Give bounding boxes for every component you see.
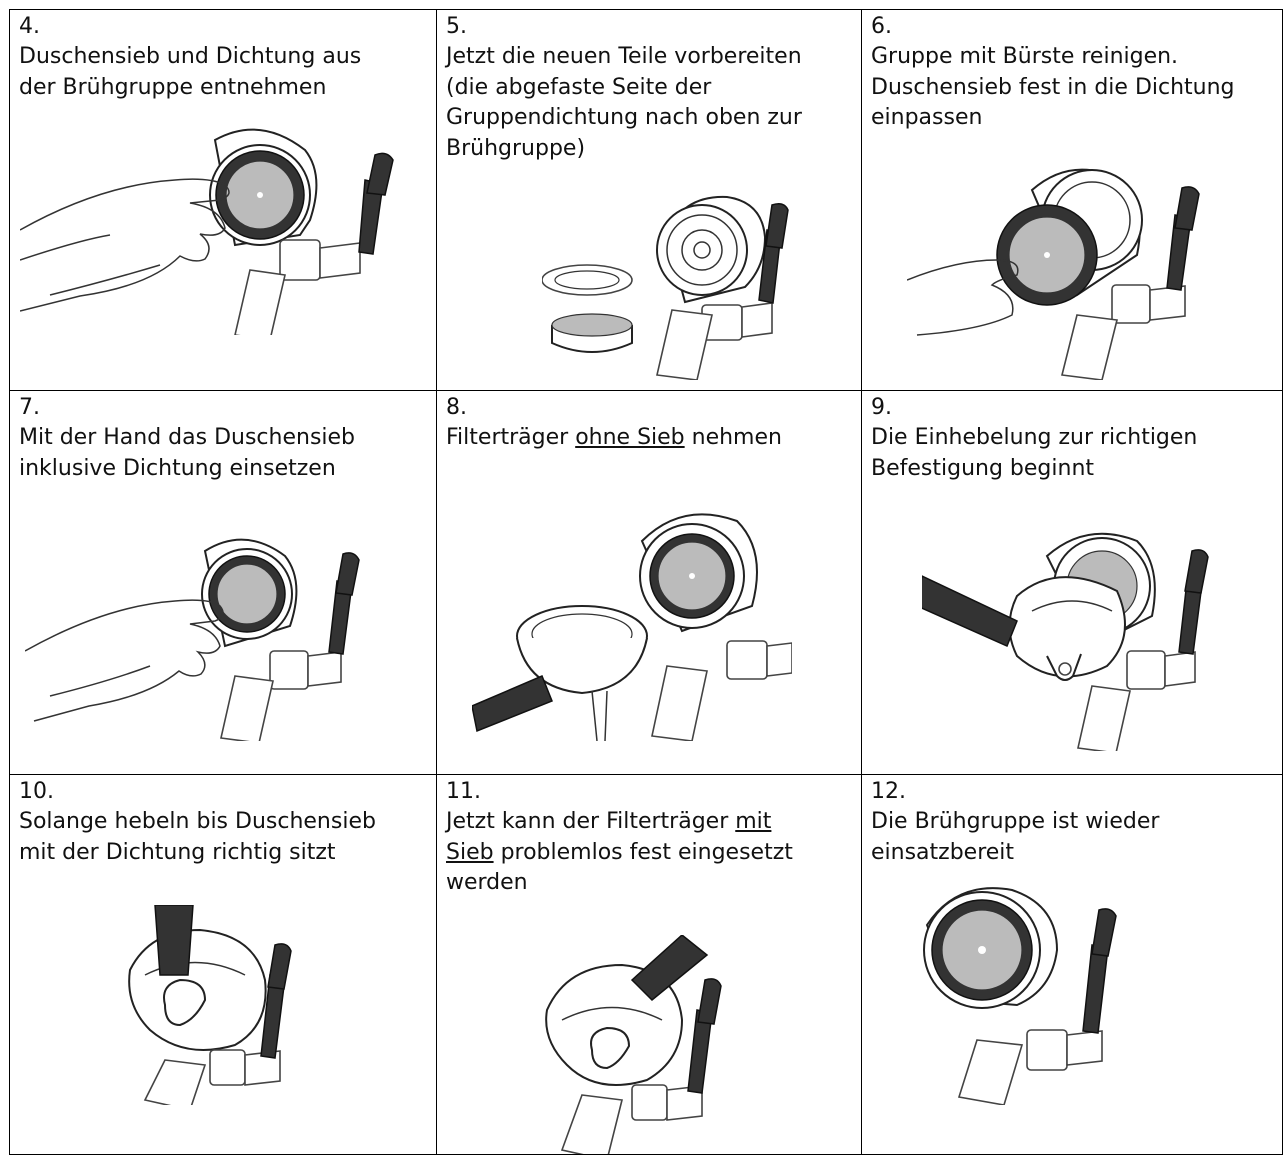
step-cell-4: 4. Duschensieb und Dichtung aus der Brüh…: [9, 9, 436, 390]
step-text-part: nehmen: [685, 425, 782, 450]
remove-shower-screen-illustration: [20, 120, 400, 335]
step-text-part: Jetzt kann der Filterträger: [446, 809, 735, 834]
step-text: Filterträger ohne Sieb nehmen: [446, 423, 855, 454]
step-cell-12: 12. Die Brühgruppe ist wieder einsatzber…: [861, 774, 1283, 1155]
insert-shower-screen-illustration: [25, 526, 365, 741]
step-number: 4.: [19, 12, 40, 42]
step-cell-11: 11. Jetzt kann der Filterträger mit Sieb…: [436, 774, 861, 1155]
step-text: Die Brühgruppe ist wieder einsatzbereit: [871, 807, 1276, 868]
step-number: 6.: [871, 12, 892, 42]
step-cell-10: 10. Solange hebeln bis Duschensieb mit d…: [9, 774, 436, 1155]
portafilter-without-basket-illustration: [472, 506, 792, 741]
step-text-part: Filterträger: [446, 425, 575, 450]
step-text: Jetzt die neuen Teile vorbereiten (die a…: [446, 42, 855, 164]
step-cell-5: 5. Jetzt die neuen Teile vorbereiten (di…: [436, 9, 861, 390]
step-number: 10.: [19, 777, 54, 807]
step-text: Solange hebeln bis Duschensieb mit der D…: [19, 807, 430, 868]
portafilter-with-basket-illustration: [537, 935, 747, 1155]
step-text: Jetzt kann der Filterträger mit Sieb pro…: [446, 807, 855, 899]
step-cell-6: 6. Gruppe mit Bürste reinigen. Duschensi…: [861, 9, 1283, 390]
step-number: 11.: [446, 777, 481, 807]
new-parts-illustration: [542, 195, 797, 380]
step-number: 8.: [446, 393, 467, 423]
step-text: Die Einhebelung zur richtigen Befestigun…: [871, 423, 1276, 484]
step-number: 12.: [871, 777, 906, 807]
ready-group-illustration: [917, 885, 1132, 1105]
step-number: 5.: [446, 12, 467, 42]
step-cell-7: 7. Mit der Hand das Duschensieb inklusiv…: [9, 390, 436, 774]
step-text: Mit der Hand das Duschensieb inklusive D…: [19, 423, 430, 484]
step-text: Gruppe mit Bürste reinigen. Duschensieb …: [871, 42, 1276, 134]
step-number: 9.: [871, 393, 892, 423]
step-number: 7.: [19, 393, 40, 423]
step-cell-9: 9. Die Einhebelung zur richtigen Befesti…: [861, 390, 1283, 774]
step-text-part: problemlos fest eingesetzt werden: [446, 840, 793, 896]
step-text-underlined: ohne Sieb: [575, 425, 684, 450]
clean-and-fit-illustration: [907, 160, 1207, 380]
instruction-table: 4. Duschensieb und Dichtung aus der Brüh…: [9, 9, 1283, 1155]
step-cell-8: 8. Filterträger ohne Sieb nehmen: [436, 390, 861, 774]
step-text: Duschensieb und Dichtung aus der Brühgru…: [19, 42, 430, 103]
lever-until-seated-illustration: [120, 905, 350, 1105]
lever-start-illustration: [922, 526, 1217, 751]
